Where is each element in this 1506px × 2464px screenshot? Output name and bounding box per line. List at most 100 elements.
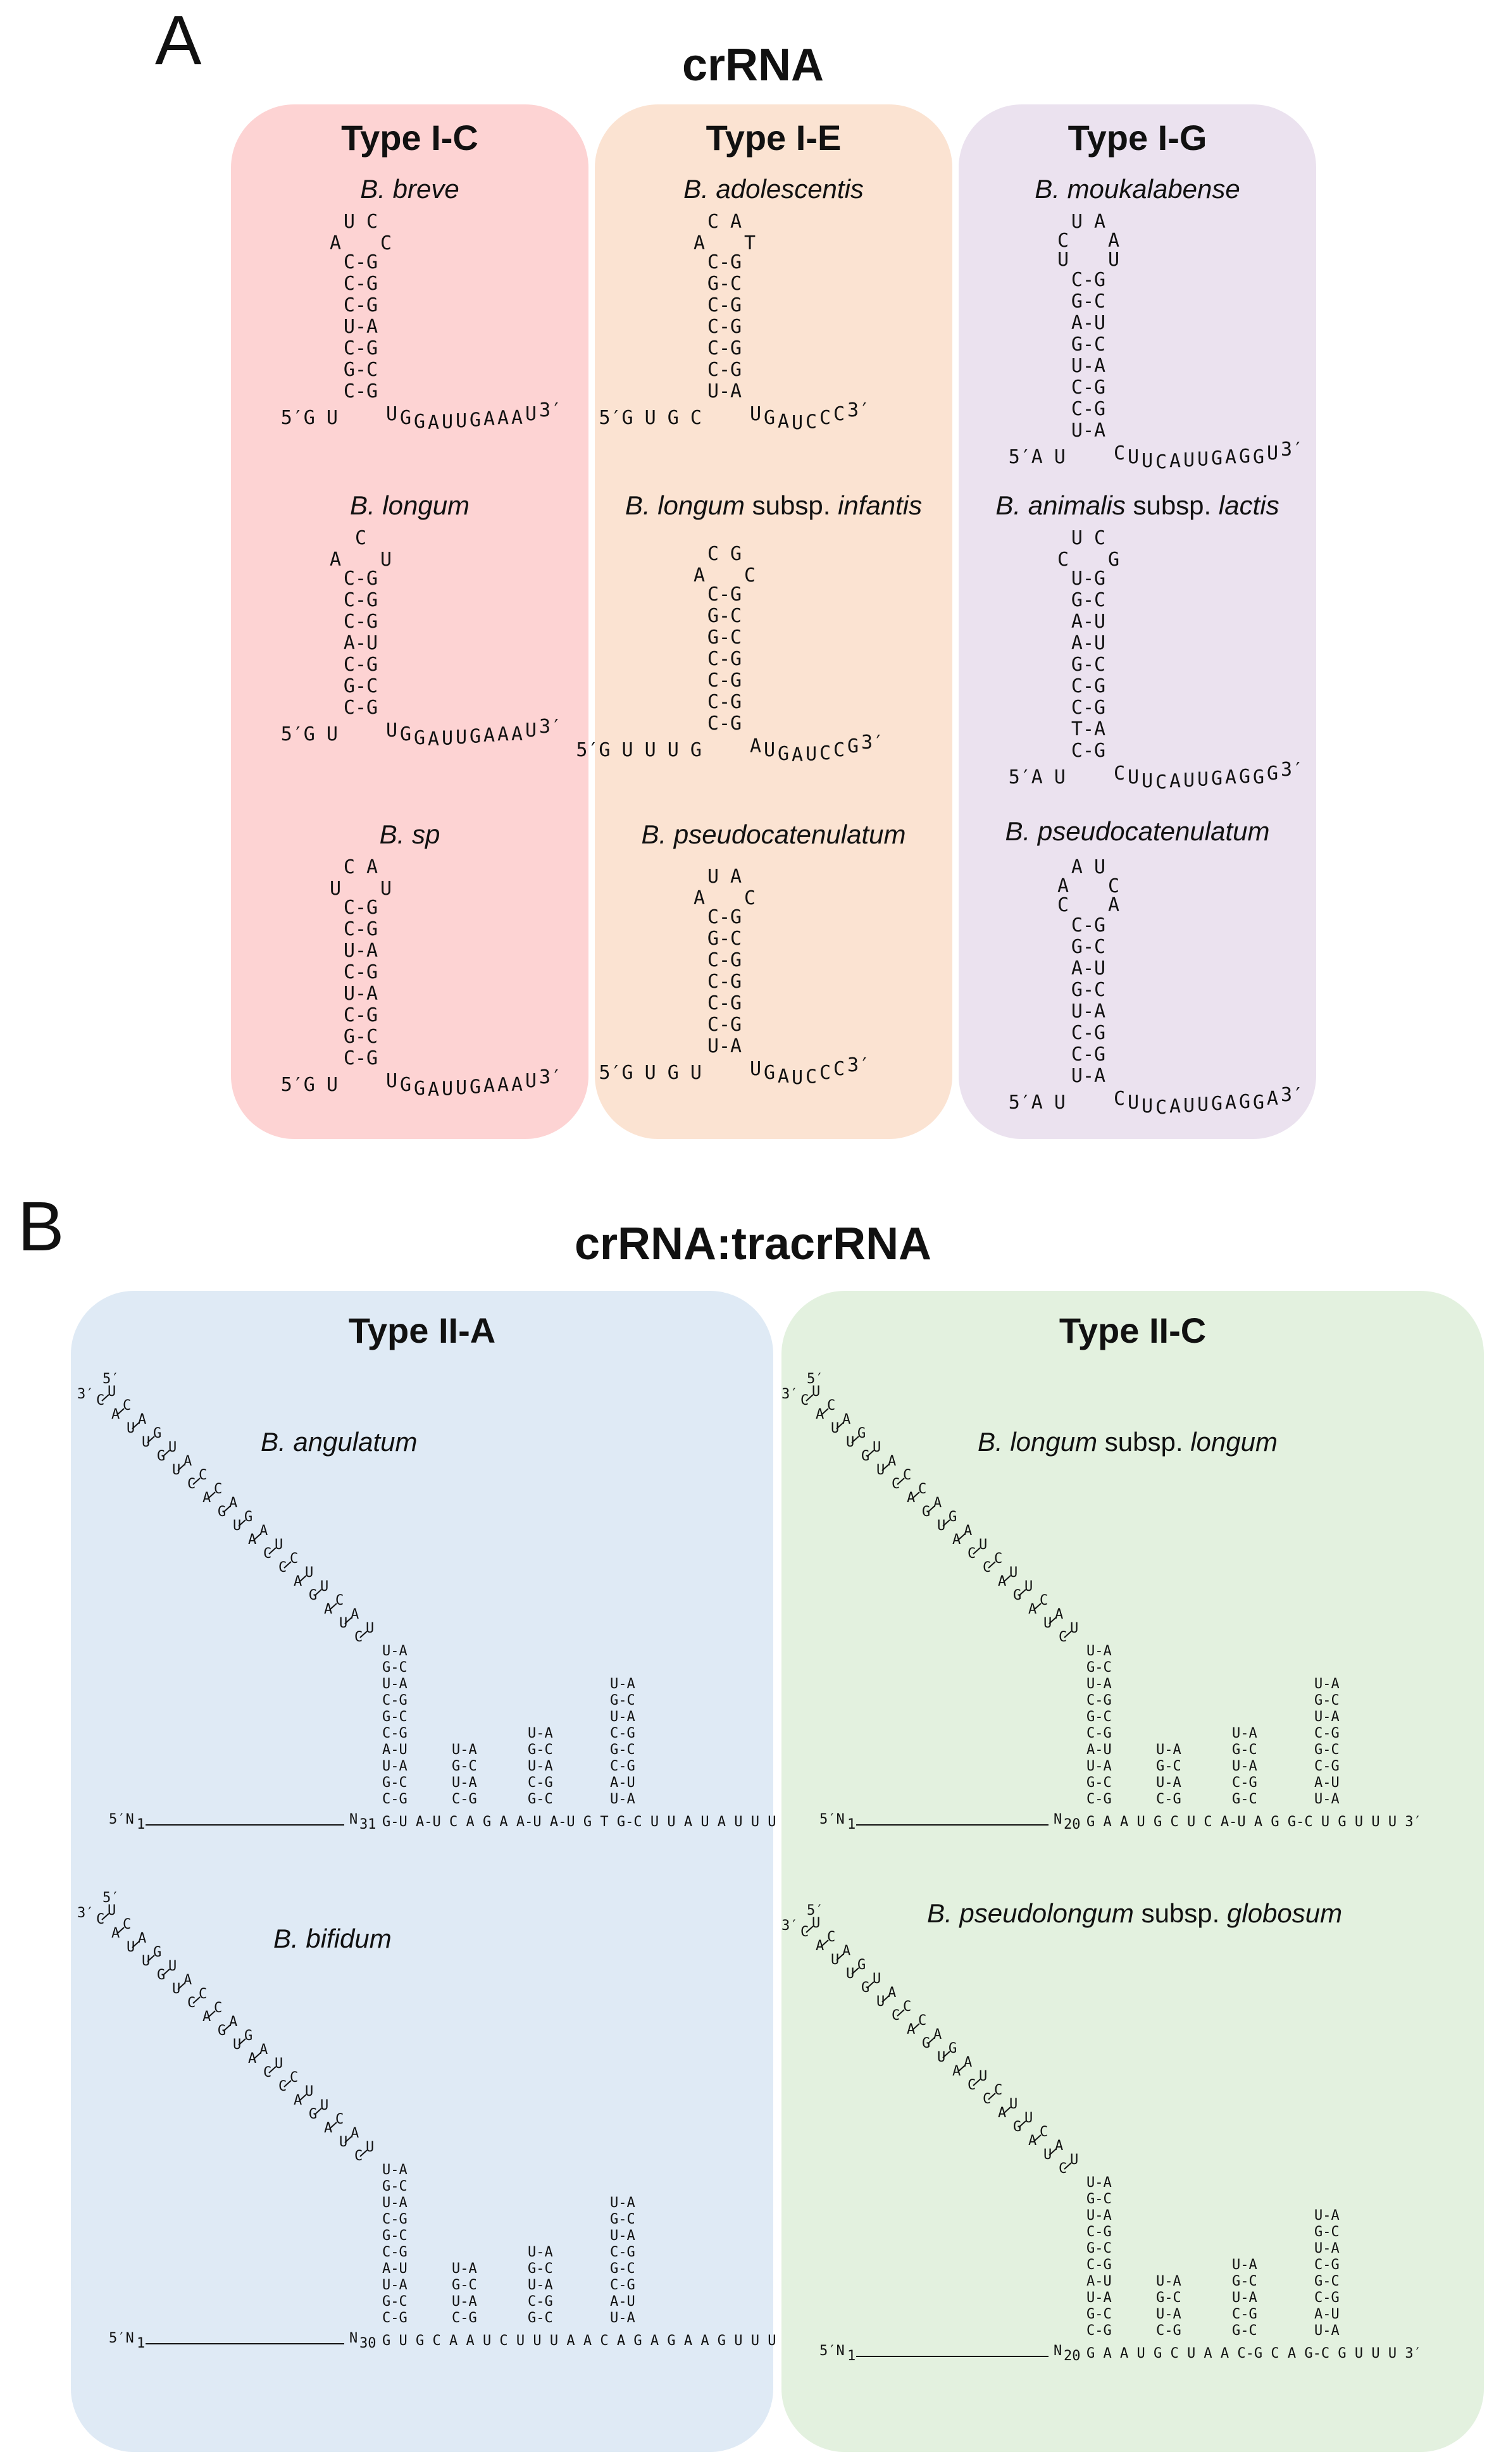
duplex-nucleotide: U bbox=[366, 2139, 374, 2155]
hairpin-base-pair: G-C bbox=[1314, 1693, 1340, 1708]
base-pair-line bbox=[329, 2122, 337, 2129]
base-pair-line bbox=[101, 1913, 109, 1920]
base-pair-line bbox=[116, 1408, 125, 1416]
species-epithet: longum bbox=[1190, 1427, 1278, 1457]
three-prime-nucleotide: G bbox=[764, 1062, 775, 1084]
rna-structure: CUACUAUGGUUACCACGAUGAACUCCAUGUACUACU3′5′… bbox=[781, 1903, 1422, 2364]
duplex-nucleotide: C bbox=[199, 1986, 207, 2002]
box-title: Type I-G bbox=[1067, 118, 1207, 158]
three-prime-nucleotide: U bbox=[1183, 1095, 1195, 1117]
duplex-nucleotide: U bbox=[1043, 2147, 1052, 2163]
stem-base-pair: G-C bbox=[344, 1026, 378, 1048]
hairpin-base-pair: G-C bbox=[610, 2261, 635, 2277]
base-pair-line bbox=[821, 1408, 829, 1416]
hairpin-base-pair: G-C bbox=[528, 2310, 553, 2326]
duplex-nucleotide: U bbox=[1009, 1565, 1017, 1581]
stem-base-pair: G-C bbox=[1086, 2241, 1112, 2256]
three-prime-nucleotide: U bbox=[1142, 450, 1153, 472]
duplex-nucleotide: C bbox=[187, 1995, 196, 2011]
base-pair-line bbox=[1049, 2148, 1057, 2156]
stem-base-pair: G-C bbox=[382, 1709, 408, 1725]
three-prime-nucleotide: A bbox=[750, 735, 761, 757]
duplex-nucleotide: G bbox=[244, 2028, 252, 2044]
stem-base-pair: G-C bbox=[707, 626, 742, 649]
stem-base-pair: C-G bbox=[1071, 697, 1105, 719]
duplex-nucleotide: U bbox=[142, 1434, 150, 1450]
three-prime-nucleotide: G bbox=[400, 407, 411, 429]
three-prime-nucleotide: C bbox=[806, 1066, 817, 1088]
three-prime-nucleotide: G bbox=[414, 411, 425, 433]
hairpin-base-pair: U-A bbox=[452, 1742, 477, 1758]
duplex-nucleotide: U bbox=[127, 1421, 135, 1436]
three-prime-nucleotide: C bbox=[1114, 762, 1125, 785]
hairpin-base-pair: C-G bbox=[1314, 2257, 1340, 2273]
duplex-nucleotide: A bbox=[324, 1602, 332, 1617]
loop-nucleotides: U C bbox=[1071, 527, 1105, 549]
loop-nucleotide: T bbox=[744, 232, 756, 254]
tracr-tail: G A A U G C U C A-U A G G-C U G U U U 3′ bbox=[1086, 1814, 1422, 1830]
species-label: B. animalis subsp. lactis bbox=[959, 490, 1316, 521]
loop-nucleotide: C bbox=[744, 887, 756, 909]
loop-nucleotide: C bbox=[380, 232, 392, 254]
three-prime-nucleotide: 3′ bbox=[1281, 439, 1304, 461]
hairpin-base-pair: C-G bbox=[1232, 1775, 1257, 1791]
stem-base-pair: C-G bbox=[707, 992, 742, 1014]
base-pair-line bbox=[192, 1996, 201, 2004]
stem-base-pair: A-U bbox=[382, 1742, 408, 1758]
base-pair-line bbox=[957, 2065, 966, 2072]
base-pair-line bbox=[223, 2024, 231, 2032]
three-prime-end: 3′ bbox=[781, 1386, 799, 1402]
stem-base-pair: C-G bbox=[344, 897, 378, 919]
duplex-nucleotide: A bbox=[202, 1490, 211, 1506]
stem-base-pair: U-G bbox=[1071, 568, 1105, 590]
stem-base-pair: G-C bbox=[382, 2179, 408, 2194]
base-pair-line bbox=[299, 1575, 307, 1583]
stem-base-pair: U-A bbox=[344, 983, 378, 1005]
hairpin-base-pair: U-A bbox=[452, 2261, 477, 2277]
duplex-nucleotide: G bbox=[153, 1944, 161, 1960]
duplex-nucleotide: A bbox=[998, 2105, 1006, 2121]
three-prime-nucleotide: G bbox=[470, 409, 481, 432]
hairpin-base-pair: U-A bbox=[1314, 1676, 1340, 1692]
base-pair-line bbox=[359, 2150, 368, 2157]
duplex-nucleotide: G bbox=[218, 1504, 226, 1520]
duplex-nucleotide: U bbox=[937, 1518, 945, 1534]
base-pair-line bbox=[344, 1617, 352, 1624]
stem-base-pair: C-G bbox=[707, 251, 742, 273]
three-prime-nucleotide: C bbox=[806, 411, 817, 433]
duplex-nucleotide: C bbox=[983, 1560, 991, 1576]
duplex-nucleotide: C bbox=[335, 2112, 344, 2127]
duplex-nucleotide: C bbox=[918, 1481, 926, 1497]
stem-base-pair: C-G bbox=[707, 691, 742, 713]
three-prime-nucleotide: U bbox=[442, 728, 453, 750]
duplex-nucleotide: C bbox=[290, 2070, 298, 2086]
base-pair-line bbox=[851, 1436, 859, 1443]
hairpin-base-pair: A-U bbox=[1314, 1775, 1340, 1791]
base-pair-line bbox=[988, 1561, 996, 1569]
three-prime-nucleotide: U bbox=[750, 403, 761, 425]
loop-nucleotide: U bbox=[1057, 249, 1069, 271]
duplex-nucleotide: G bbox=[949, 1509, 957, 1525]
hairpin-base-pair: U-A bbox=[610, 1676, 635, 1692]
three-prime-nucleotide: U bbox=[456, 1077, 467, 1099]
base-pair-line bbox=[314, 1589, 322, 1596]
loop-nucleotide: C bbox=[1108, 875, 1119, 897]
base-pair-line bbox=[1064, 2162, 1072, 2170]
base-pair-line bbox=[116, 1927, 125, 1934]
stem-base-pair: U-A bbox=[707, 1035, 742, 1057]
stem-base-pair: G-C bbox=[382, 2294, 408, 2310]
duplex-nucleotide: C bbox=[214, 1481, 222, 1497]
species-label: B. pseudocatenulatum bbox=[641, 819, 906, 849]
three-prime-nucleotide: G bbox=[1211, 768, 1223, 790]
hairpin-base-pair: C-G bbox=[528, 2294, 553, 2310]
stem-base-pair: U-A bbox=[1086, 2208, 1112, 2224]
stem-base-pair: A-U bbox=[1071, 611, 1105, 633]
base-pair-line bbox=[1033, 2134, 1042, 2142]
stem-base-pair: C-G bbox=[382, 1726, 408, 1741]
hairpin-base-pair: U-A bbox=[528, 2244, 553, 2260]
duplex-nucleotide: A bbox=[294, 1574, 302, 1590]
duplex-nucleotide: A bbox=[259, 1523, 268, 1539]
three-prime-nucleotide: A bbox=[1267, 1088, 1278, 1110]
